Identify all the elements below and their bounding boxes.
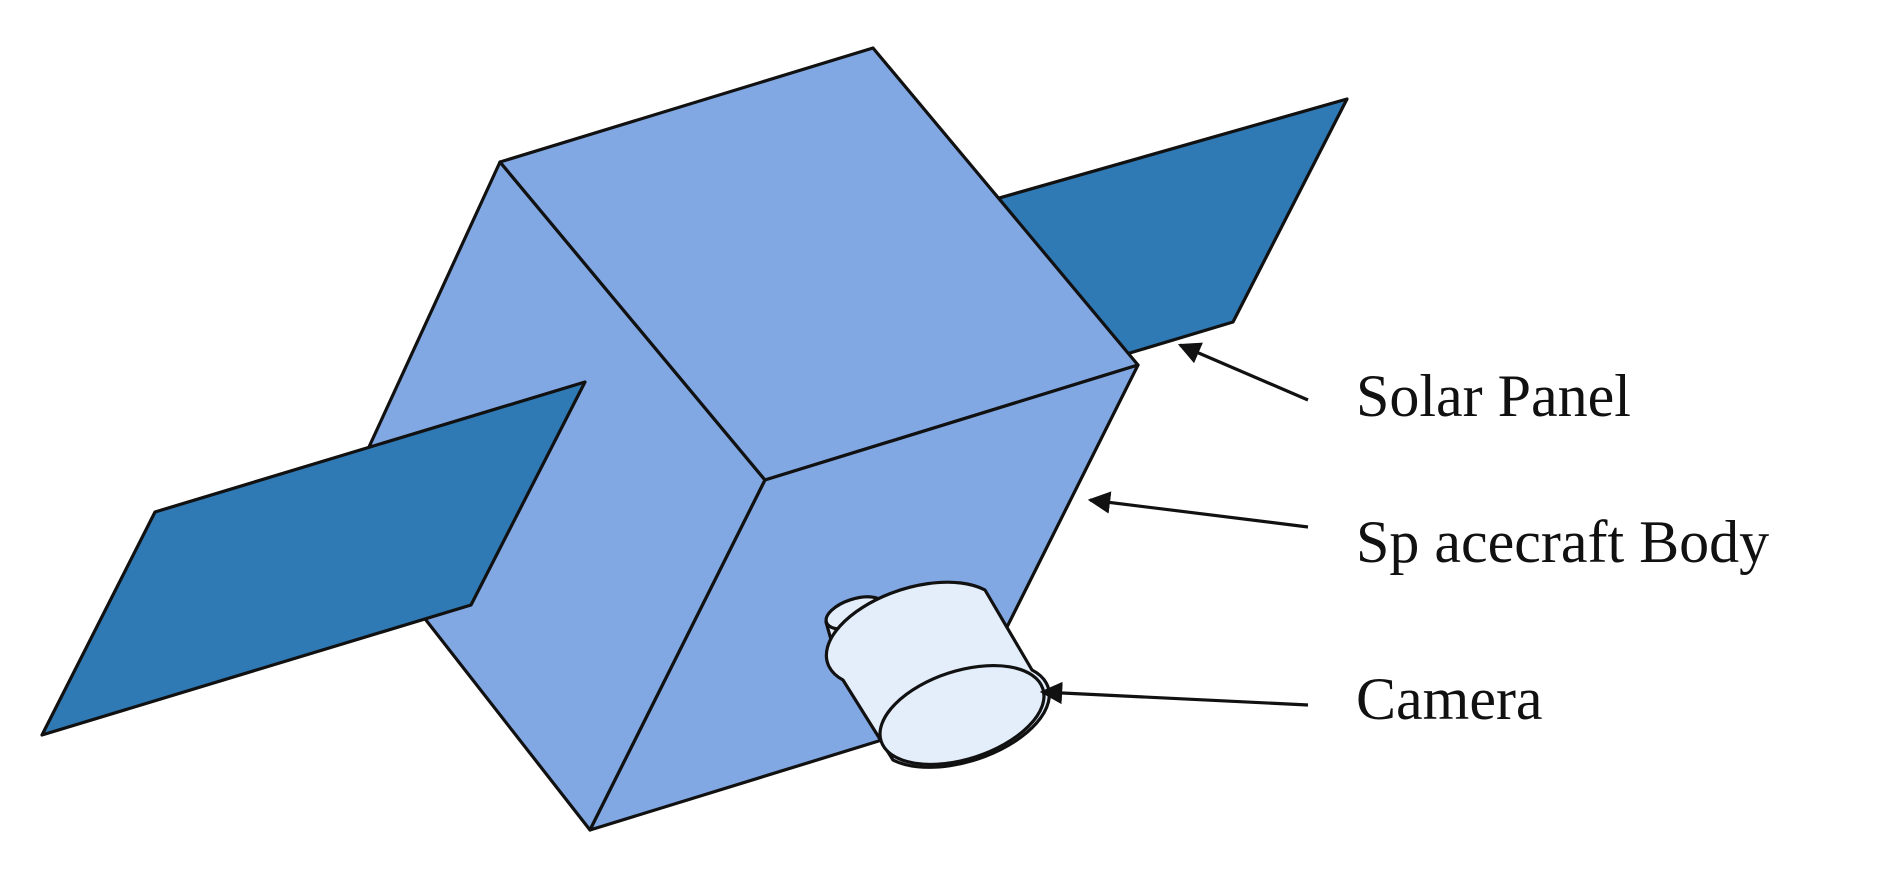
camera-pointer-arrow [1039,681,1309,707]
solar-panel-left [40,380,587,737]
label-solar-panel: Solar Panel [1356,363,1631,429]
label-camera: Camera [1356,666,1543,732]
solar-panel-pointer-arrow [1177,342,1309,402]
spacecraft-body-pointer-arrow [1087,491,1309,529]
label-spacecraft-body: Sp acecraft Body [1356,509,1769,575]
camera [824,580,1051,769]
